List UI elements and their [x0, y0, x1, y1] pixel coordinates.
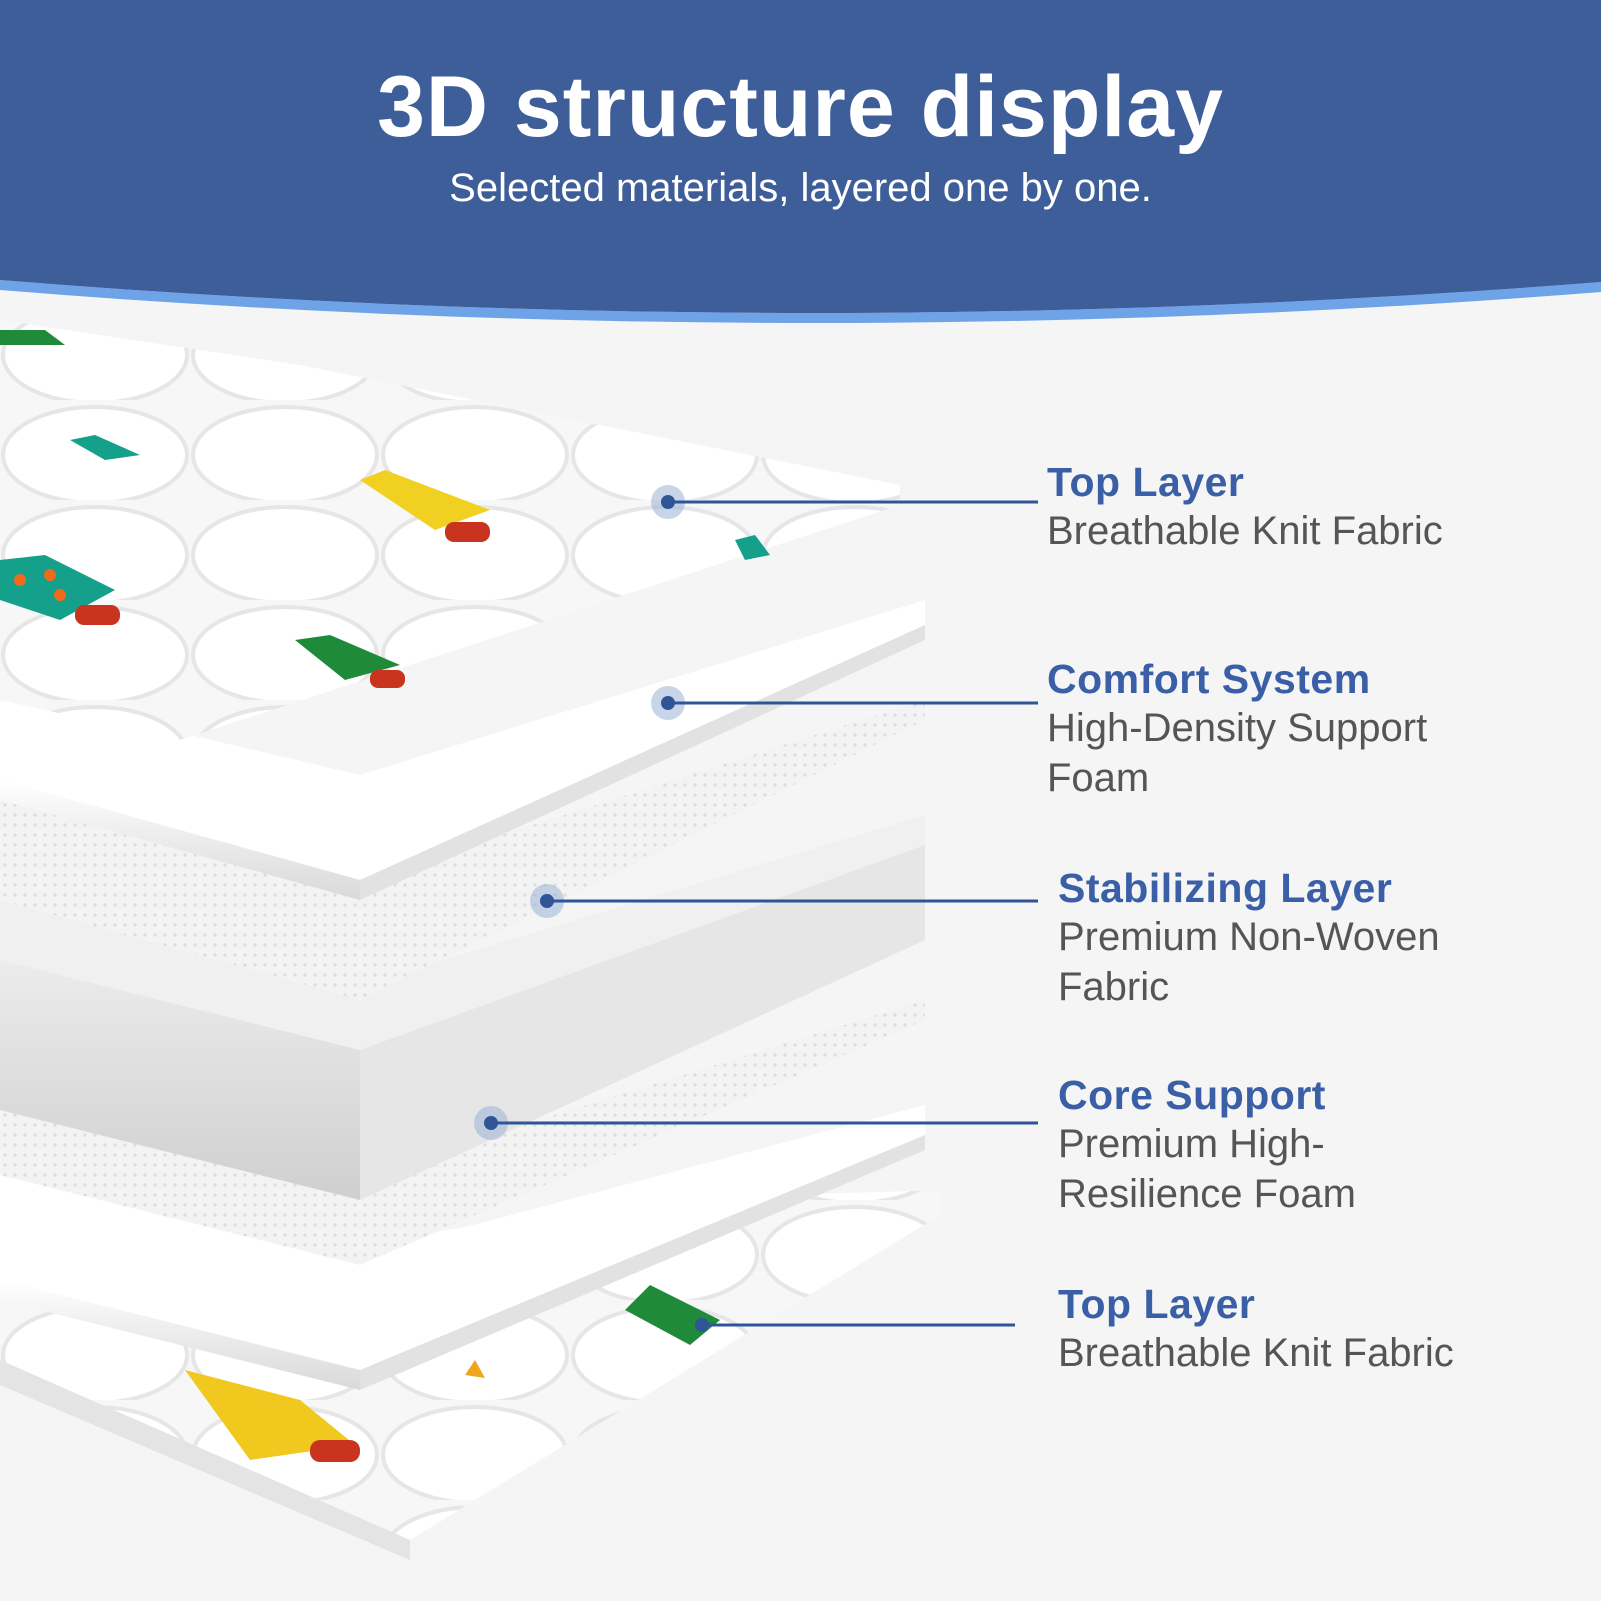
- yellow-tree-motif: [185, 1370, 355, 1460]
- page-title: 3D structure display: [377, 59, 1224, 155]
- red-trunk-motif: [310, 1440, 360, 1462]
- label-title: Top Layer: [1058, 1281, 1256, 1327]
- label-description: Premium High-Resilience Foam: [1058, 1122, 1356, 1216]
- callout-bottom-layer: [695, 1318, 1015, 1332]
- callout-comfort-system: [651, 686, 1038, 720]
- callout-core-support: [474, 1106, 1038, 1140]
- comfort-foam-layer: [0, 600, 925, 900]
- label-title: Stabilizing Layer: [1058, 865, 1393, 911]
- label-title: Core Support: [1058, 1072, 1326, 1118]
- label-description: High-Density Support Foam: [1047, 706, 1428, 800]
- label-core-support: Core Support Premium High-Resilience Foa…: [1058, 1071, 1388, 1219]
- label-description: Premium Non-Woven Fabric: [1058, 915, 1440, 1009]
- label-stabilizing-layer: Stabilizing Layer Premium Non-Woven Fabr…: [1058, 864, 1518, 1012]
- yellow-tree-motif-top: [360, 470, 490, 530]
- nonwoven-layer-lower: [0, 1000, 925, 1265]
- header-banner: [0, 0, 1601, 324]
- page-subtitle: Selected materials, layered one by one.: [449, 166, 1152, 210]
- label-description: Breathable Knit Fabric: [1047, 509, 1443, 553]
- header-accent-wave: [0, 280, 1601, 324]
- top-fabric-layer: [0, 320, 900, 740]
- callout-stabilizing-layer: [530, 884, 1038, 918]
- label-bottom-layer: Top Layer Breathable Knit Fabric: [1058, 1280, 1518, 1378]
- label-top-layer: Top Layer Breathable Knit Fabric: [1047, 458, 1507, 556]
- label-title: Top Layer: [1047, 459, 1245, 505]
- white-foam-layer-lower: [0, 1105, 925, 1390]
- label-title: Comfort System: [1047, 656, 1371, 702]
- callout-top-layer: [651, 485, 1038, 519]
- label-description: Breathable Knit Fabric: [1058, 1331, 1454, 1375]
- green-tree-motif-mid: [295, 635, 400, 680]
- green-tree-motif: [625, 1285, 720, 1345]
- green-tree-motif-left: [0, 555, 115, 620]
- label-comfort-system: Comfort System High-Density Support Foam: [1047, 655, 1507, 803]
